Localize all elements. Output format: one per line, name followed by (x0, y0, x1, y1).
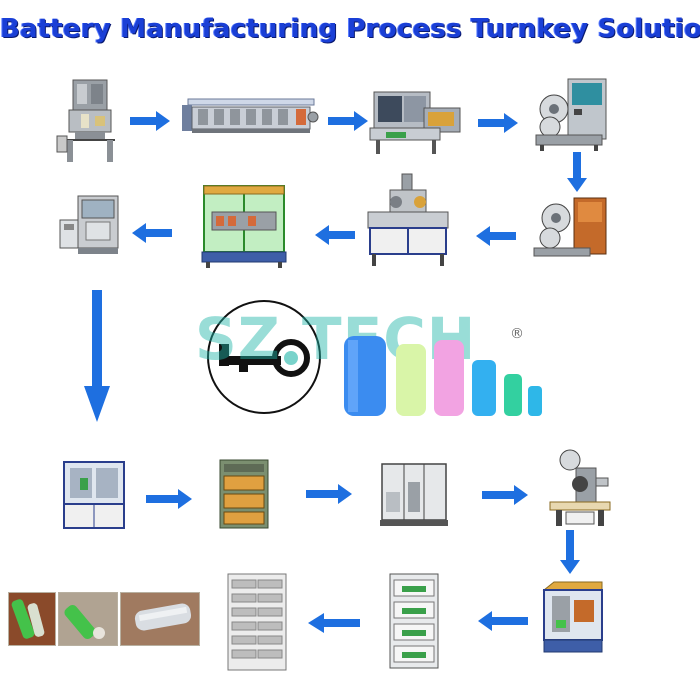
machine-9[interactable] (62, 460, 126, 532)
arrow-right-icon (478, 112, 518, 134)
arrow-left-icon (132, 222, 172, 244)
arrow-down-icon (566, 152, 588, 192)
arrow-left-icon (315, 224, 355, 246)
arrow-down-icon (84, 290, 110, 422)
machine-14[interactable] (540, 580, 606, 656)
machine-11[interactable] (378, 462, 450, 530)
page-title: Battery Manufacturing Process Turnkey So… (0, 14, 700, 44)
arrow-left-icon (308, 612, 360, 634)
arrow-right-icon (130, 110, 170, 132)
machine-6[interactable] (362, 172, 454, 268)
machine-10[interactable] (218, 458, 270, 530)
product-photos (120, 592, 200, 646)
battery-cell-icon (340, 330, 545, 425)
arrow-down-icon (559, 530, 581, 574)
machine-5[interactable] (530, 192, 610, 260)
machine-1[interactable] (55, 78, 125, 164)
product-photos (8, 592, 56, 646)
arrow-right-icon (482, 484, 528, 506)
arrow-right-icon (146, 488, 192, 510)
arrow-left-icon (478, 610, 528, 632)
product-photos (58, 592, 118, 646)
machine-7[interactable] (198, 182, 290, 270)
arrow-left-icon (476, 225, 516, 247)
machine-3[interactable] (368, 88, 466, 156)
machine-2[interactable] (180, 95, 320, 140)
arrow-right-icon (306, 483, 352, 505)
machine-16[interactable] (226, 572, 288, 674)
key-logo-icon (205, 298, 323, 416)
machine-15[interactable] (388, 572, 440, 670)
arrow-right-icon (328, 110, 368, 132)
machine-8[interactable] (58, 192, 124, 258)
machine-12[interactable] (548, 448, 612, 528)
registered-mark: ® (510, 326, 524, 342)
machine-4[interactable] (528, 75, 614, 153)
brand-name: SZ TECH (195, 305, 477, 373)
